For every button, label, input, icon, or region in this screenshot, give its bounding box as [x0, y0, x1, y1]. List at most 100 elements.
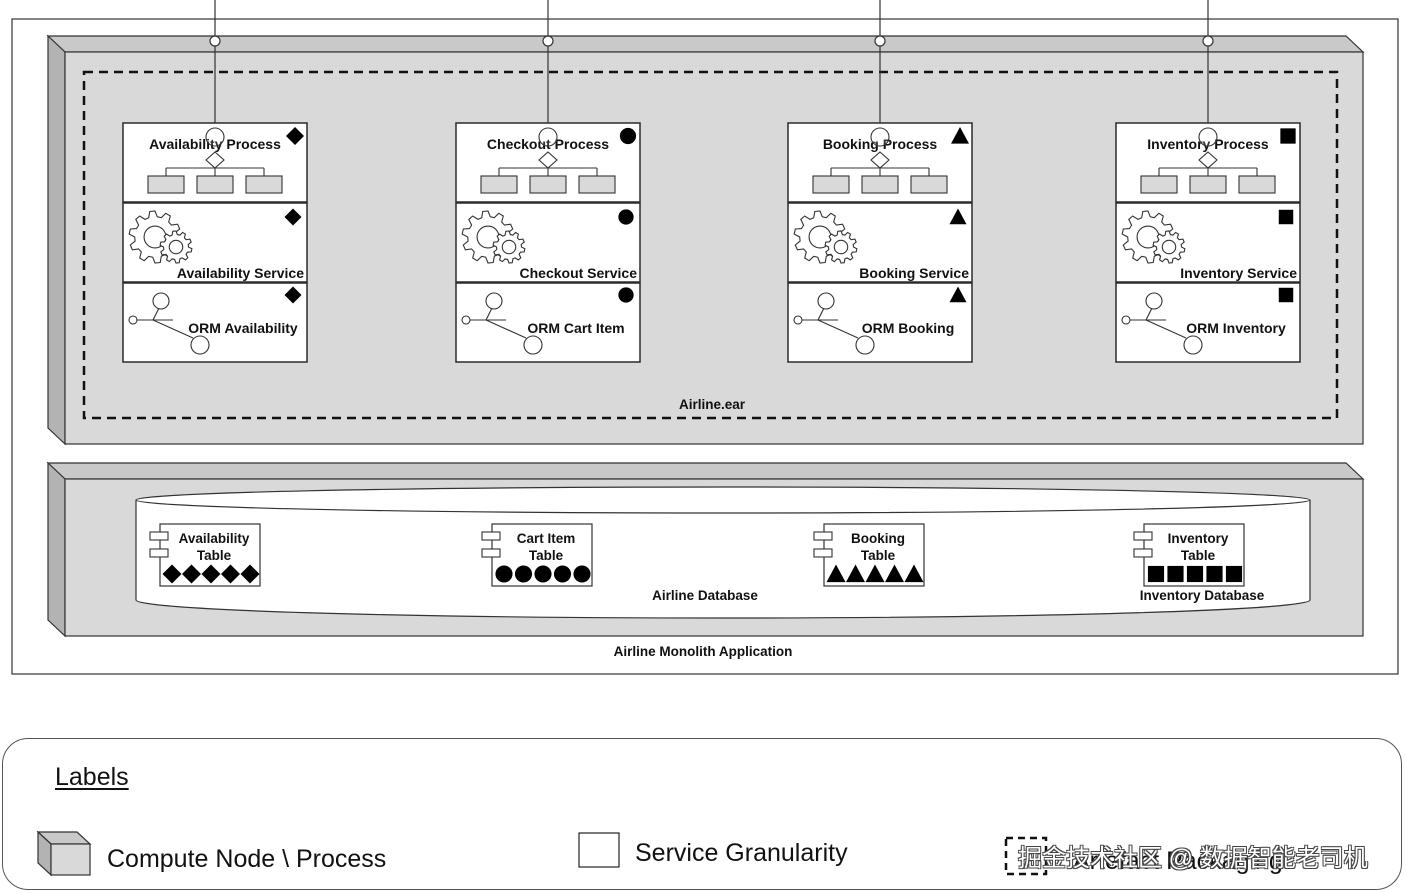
process-start-icon [205, 127, 225, 147]
square-marker-icon [1280, 128, 1296, 144]
service-label: Checkout Service [520, 265, 638, 281]
triangle-marker-icon [949, 286, 967, 303]
process-box: Checkout Process [455, 122, 641, 203]
square-marker-icon [1225, 565, 1243, 583]
diamond-marker-icon [284, 208, 302, 226]
activity-step-icon [529, 175, 567, 194]
activity-step-icon [1238, 175, 1276, 194]
triangle-marker-icon [865, 564, 885, 583]
diamond-marker-icon [182, 564, 201, 584]
activity-step-icon [812, 175, 850, 194]
triangle-marker-icon [885, 564, 904, 583]
orm-box: ORM Booking [787, 282, 973, 363]
square-marker-icon [1278, 287, 1294, 303]
table-label: Table [197, 548, 232, 563]
table-label: Availability [179, 531, 250, 546]
circle-marker-icon [514, 565, 533, 583]
component-port-icon [1133, 548, 1153, 558]
orm-mapping-icon [461, 292, 543, 355]
interface-port-icon [1202, 35, 1214, 47]
table-label: Table [1181, 548, 1216, 563]
orm-box: ORM Availability [122, 282, 308, 363]
table-label: Table [529, 548, 564, 563]
gears-icon [128, 210, 193, 264]
activity-step-icon [196, 175, 234, 194]
legend-compute-node-label: Compute Node \ Process [107, 845, 387, 873]
orm-label: ORM Booking [862, 320, 955, 336]
legend-artefact-packaging-label: Artefact Packaging [1073, 847, 1283, 875]
component-port-icon [1133, 531, 1153, 541]
component-port-icon [813, 548, 833, 558]
legend-panel: Labels Compute Node \ Process Service Gr… [2, 738, 1402, 890]
component-port-icon [481, 531, 501, 541]
process-label: Booking Process [823, 136, 938, 152]
airline-ear-package [82, 70, 1339, 420]
circle-marker-icon [495, 565, 513, 583]
process-box: Inventory Process [1115, 122, 1301, 203]
circle-marker-icon [618, 209, 634, 225]
legend-title: Labels [55, 763, 129, 791]
component-port-icon [813, 531, 833, 541]
square-marker-icon [1278, 209, 1294, 225]
process-label: Inventory Process [1147, 136, 1269, 152]
circle-marker-icon [553, 565, 572, 583]
orm-box: ORM Inventory [1115, 282, 1301, 363]
service-box: Booking Service [787, 202, 973, 283]
architecture-diagram: Airline.ear Airline Database Inventory D… [11, 0, 1399, 675]
watermark: 掘金技术社区 @ 数据智能老司机 [1018, 845, 1368, 872]
triangle-marker-icon [949, 208, 967, 225]
activity-step-icon [578, 175, 616, 194]
process-start-icon [870, 127, 890, 147]
orm-mapping-icon [128, 292, 210, 355]
monolith-application-label: Airline Monolith Application [614, 644, 793, 659]
orm-box: ORM Cart Item [455, 282, 641, 363]
triangle-marker-icon [904, 564, 924, 583]
square-marker-icon [1186, 565, 1204, 583]
interface-port-icon [209, 35, 221, 47]
activity-step-icon [1189, 175, 1227, 194]
service-label: Booking Service [859, 265, 969, 281]
service-label: Inventory Service [1180, 265, 1297, 281]
activity-step-icon [147, 175, 185, 194]
orm-label: ORM Availability [188, 320, 298, 336]
interface-port-icon [542, 35, 554, 47]
activity-step-icon [480, 175, 518, 194]
process-box: Booking Process [787, 122, 973, 203]
airline-database-label: Airline Database [652, 588, 758, 603]
service-box: Checkout Service [455, 202, 641, 283]
interface-port-icon [874, 35, 886, 47]
diamond-marker-icon [286, 127, 304, 145]
compute-node-legend-icon [36, 830, 92, 877]
service-box: Availability Service [122, 202, 308, 283]
activity-step-icon [861, 175, 899, 194]
gears-icon [461, 210, 526, 264]
diamond-marker-icon [240, 564, 260, 584]
process-label: Checkout Process [487, 136, 609, 152]
diamond-marker-icon [201, 564, 221, 584]
airline-database-cylinder [135, 486, 1311, 619]
diamond-marker-icon [284, 286, 302, 304]
diamond-marker-icon [221, 564, 240, 584]
service-box: Inventory Service [1115, 202, 1301, 283]
artefact-packaging-legend-icon [1004, 836, 1048, 876]
inventory-database-label: Inventory Database [1140, 588, 1265, 603]
triangle-marker-icon [846, 564, 865, 583]
square-marker-icon [1167, 565, 1184, 583]
process-label: Availability Process [149, 136, 281, 152]
service-label: Availability Service [177, 265, 304, 281]
triangle-marker-icon [951, 127, 969, 144]
orm-label: ORM Inventory [1186, 320, 1286, 336]
circle-marker-icon [619, 127, 637, 145]
circle-marker-icon [534, 565, 552, 583]
square-marker-icon [1206, 565, 1223, 583]
activity-step-icon [245, 175, 283, 194]
legend-service-granularity-label: Service Granularity [635, 839, 848, 867]
table-label: Table [861, 548, 896, 563]
component-port-icon [149, 548, 169, 558]
